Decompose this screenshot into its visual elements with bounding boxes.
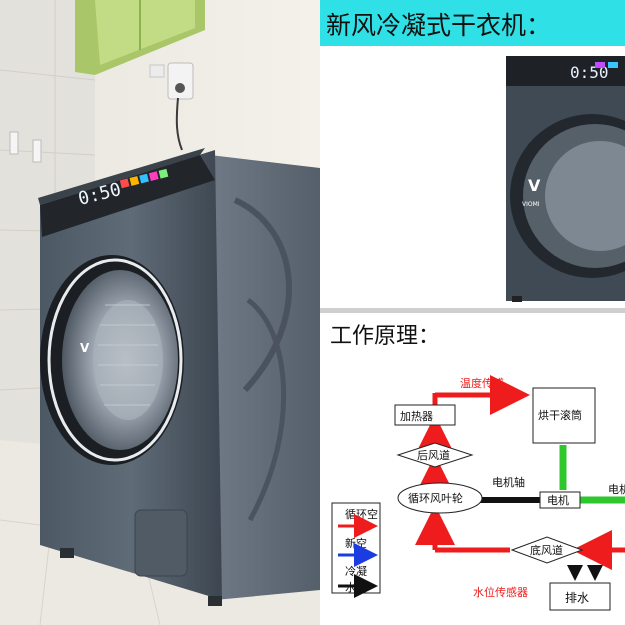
bottom-duct-label: 底风道 (530, 543, 563, 557)
product-photo-illustration: 0:50 V VIOMI (320, 46, 625, 308)
fan-label: 循环风叶轮 (408, 491, 463, 505)
rear-duct-label: 后风道 (417, 448, 450, 462)
water-sensor-label: 水位传感器 (473, 585, 528, 599)
drain-label: 排水 (565, 591, 589, 605)
svg-text:V: V (528, 176, 541, 195)
drain-box (549, 582, 611, 611)
drum-box (532, 387, 596, 444)
product-photo: 0:50 V VIOMI (320, 46, 625, 308)
section-title: 工作原理： (330, 324, 441, 349)
legend-fresh-label: 新空 (345, 536, 367, 550)
legend-circulate-label: 循环空 (345, 507, 378, 521)
temp-sensor-label: 温度传感 (460, 376, 504, 390)
motor-shaft-right-label: 电机轴 (608, 482, 625, 496)
washer-brand-logo: V (80, 341, 90, 355)
motor-shaft-label: 电机轴 (492, 475, 525, 489)
heater-label: 加热器 (400, 410, 433, 423)
washer-photo: 0:50 V (0, 0, 320, 625)
working-principle-diagram: 加热器 温度传感 烘干滚筒 后风道 循环风叶轮 电机轴 电机 电机轴 底风道 水… (331, 375, 625, 611)
product-brand: VIOMI (522, 201, 540, 208)
motor-box (539, 491, 581, 509)
legend-condense-label: 冷凝 (345, 564, 367, 578)
section-divider (320, 308, 625, 313)
washer-photo-illustration: 0:50 V (0, 0, 320, 625)
rear-duct-shape (396, 442, 474, 468)
bottom-duct-shape (510, 536, 584, 564)
info-panel: 新风冷凝式干衣机： 0:50 V VIOMI 工作原理： (320, 0, 625, 625)
drum-label: 烘干滚筒 (538, 408, 582, 422)
panel-title: 新风冷凝式干衣机： (326, 11, 552, 40)
fan-shape (397, 482, 483, 514)
motor-label: 电机 (547, 493, 569, 507)
title-bar: 新风冷凝式干衣机： (320, 0, 625, 46)
heater-box (394, 404, 456, 426)
